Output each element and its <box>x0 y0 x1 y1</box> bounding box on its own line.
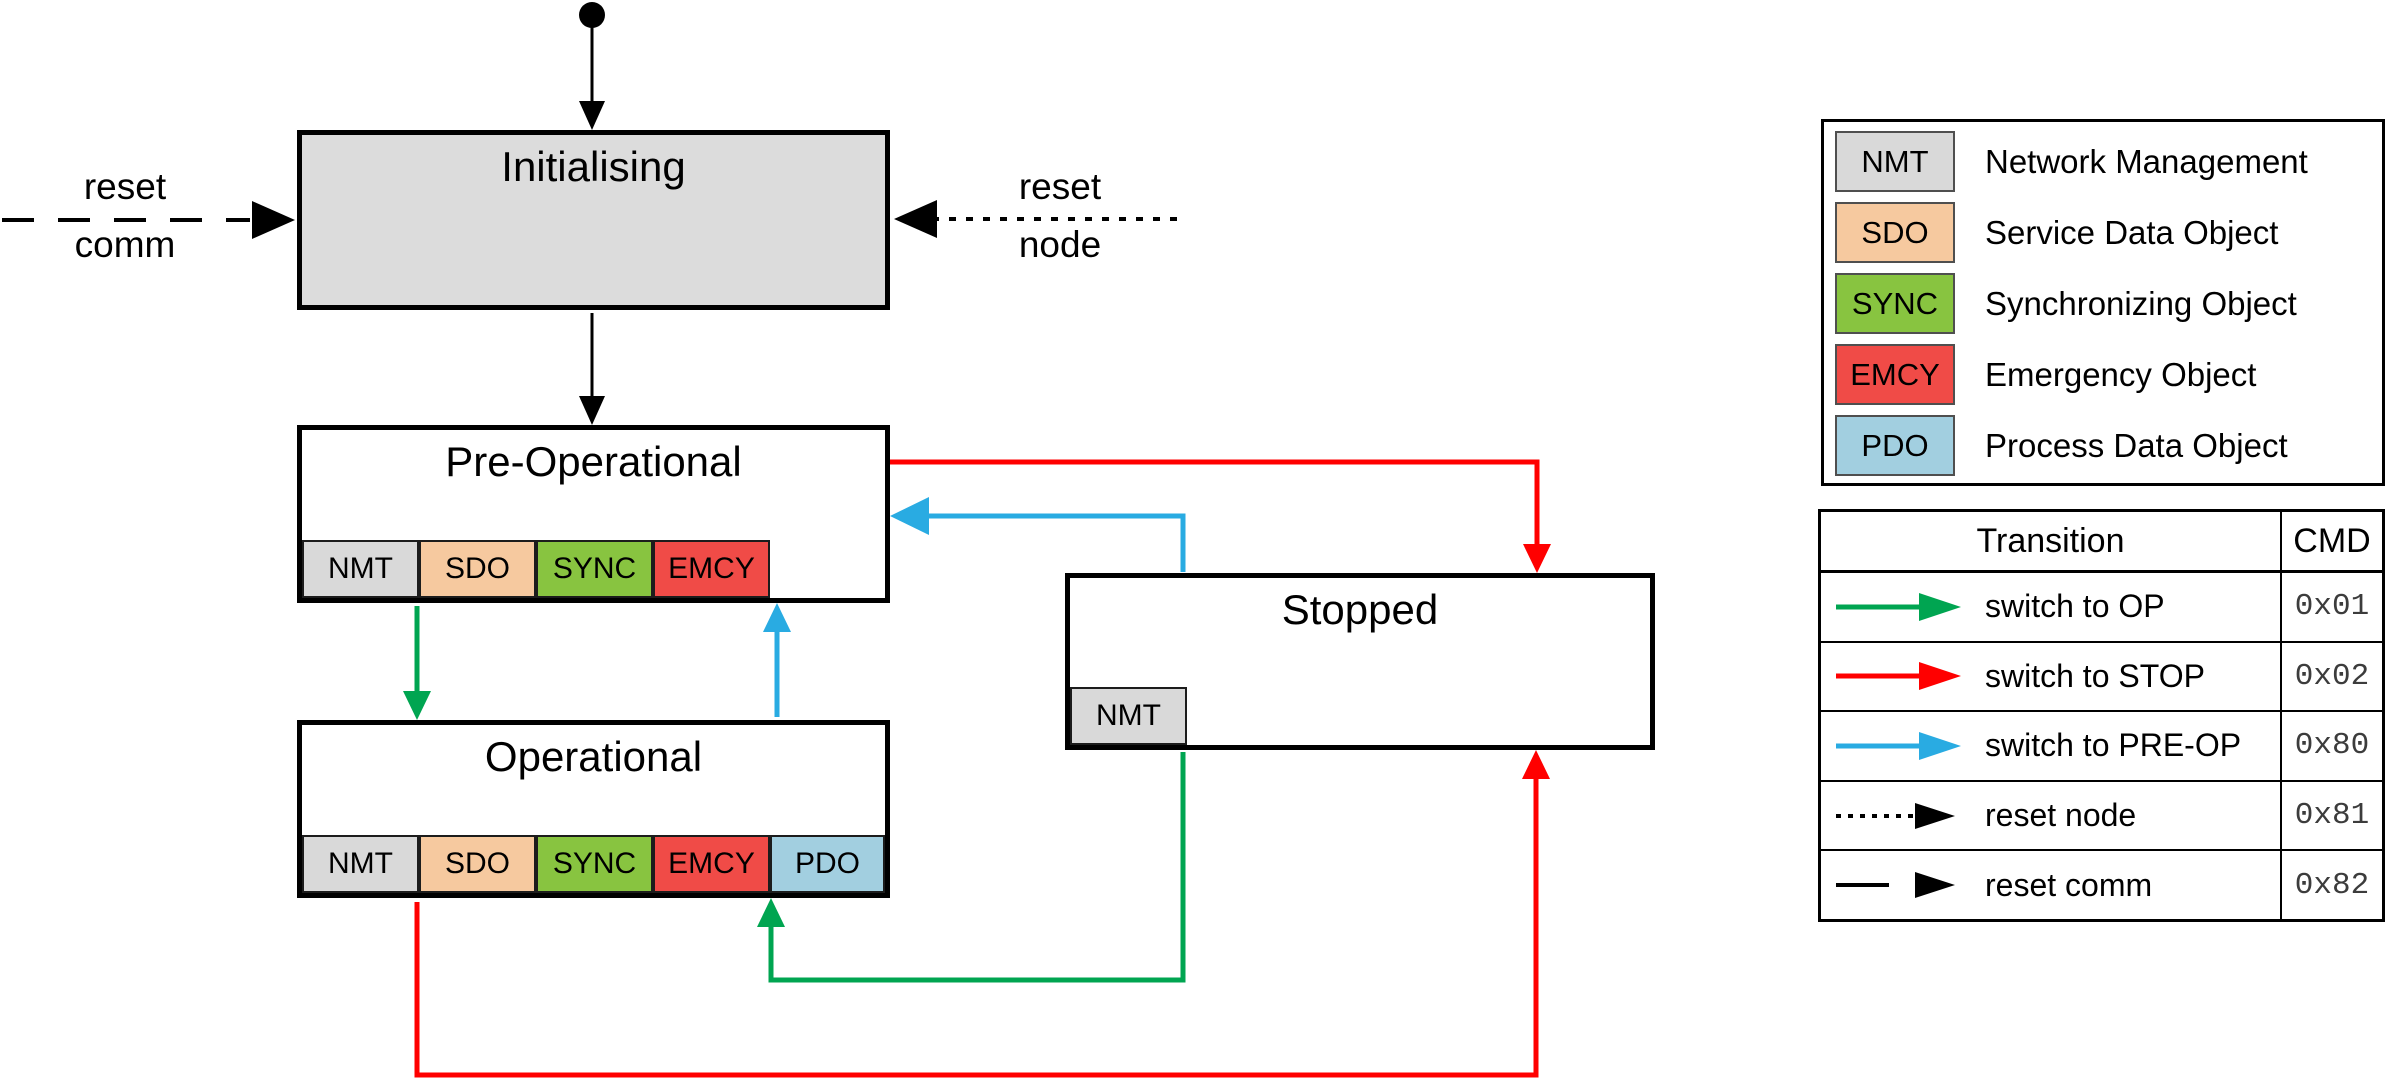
table-cmd-switch-to-stop: 0x02 <box>2280 642 2382 711</box>
state-stopped-title: Stopped <box>1281 586 1439 633</box>
legend-chip-sdo: SDO <box>1835 202 1955 263</box>
state-stopped: Stopped NMT <box>1065 573 1655 750</box>
red-preop-to-stopped-line <box>890 459 1540 555</box>
operational-tab-nmt: NMT <box>302 835 419 893</box>
operational-tab-sync: SYNC <box>536 835 653 893</box>
reset-node-label-line1: reset <box>1018 166 1102 207</box>
legend-row-pdo: PDO Process Data Object <box>1835 415 2382 476</box>
green-preop-to-op-arrowhead <box>403 691 431 720</box>
legend-box: NMT Network Management SDO Service Data … <box>1821 119 2385 486</box>
preop-tab-sdo: SDO <box>419 540 536 598</box>
red-op-to-stopped-arrowhead <box>1522 750 1550 779</box>
initial-state-dot <box>579 2 605 28</box>
legend-desc-sync: Synchronizing Object <box>1985 284 2297 322</box>
table-cmd-reset-node: 0x81 <box>2280 781 2382 850</box>
state-operational: Operational NMT SDO SYNC EMCY PDO <box>297 720 890 898</box>
init-to-preop-arrowhead <box>579 396 605 425</box>
red-arrow-icon <box>1836 662 1961 691</box>
state-operational-title: Operational <box>484 733 703 780</box>
table-label-switch-to-op: switch to OP <box>1985 588 2165 625</box>
table-label-switch-to-stop: switch to STOP <box>1985 657 2205 694</box>
table-row-reset-node: reset node 0x81 <box>1821 779 2382 850</box>
legend-row-emcy: EMCY Emergency Object <box>1835 344 2382 405</box>
table-cmd-switch-to-preop: 0x80 <box>2280 712 2382 780</box>
green-arrow-icon <box>1836 592 1961 621</box>
legend-desc-pdo: Process Data Object <box>1985 426 2288 464</box>
table-row-reset-comm: reset comm 0x82 <box>1821 849 2382 919</box>
initial-state-arrowhead <box>579 101 605 130</box>
state-initialising-title: Initialising <box>501 143 686 190</box>
operational-tab-sdo: SDO <box>419 835 536 893</box>
green-stopped-to-op-arrowhead <box>757 898 785 927</box>
table-row-switch-to-op: switch to OP 0x01 <box>1821 573 2382 641</box>
stopped-tab-nmt: NMT <box>1070 687 1187 745</box>
operational-tab-pdo: PDO <box>770 835 885 893</box>
table-header-transition: Transition <box>1976 521 2125 560</box>
legend-row-sdo: SDO Service Data Object <box>1835 202 2382 263</box>
preop-tab-nmt: NMT <box>302 540 419 598</box>
dotted-arrow-icon <box>1836 802 1955 829</box>
blue-stopped-to-preop-line <box>926 513 1186 572</box>
red-preop-to-stopped-arrowhead <box>1523 544 1551 573</box>
blue-arrow-icon <box>1836 731 1961 760</box>
table-cmd-switch-to-op: 0x01 <box>2280 573 2382 641</box>
table-label-reset-node: reset node <box>1985 797 2137 834</box>
legend-desc-nmt: Network Management <box>1985 142 2308 180</box>
preop-tab-sync: SYNC <box>536 540 653 598</box>
legend-desc-emcy: Emergency Object <box>1985 355 2257 393</box>
legend-row-sync: SYNC Synchronizing Object <box>1835 273 2382 334</box>
dashed-arrow-icon <box>1836 872 1955 899</box>
state-preop-title: Pre-Operational <box>445 438 742 485</box>
table-header-cmd: CMD <box>2280 512 2382 570</box>
legend-chip-sync: SYNC <box>1835 273 1955 334</box>
reset-comm-label-line2: comm <box>74 224 176 265</box>
legend-chip-pdo: PDO <box>1835 415 1955 476</box>
reset-node-label-line2: node <box>1018 224 1102 265</box>
table-label-reset-comm: reset comm <box>1985 866 2153 903</box>
reset-comm-label-line1: reset <box>83 166 167 207</box>
table-cmd-reset-comm: 0x82 <box>2280 851 2382 919</box>
blue-op-to-preop-arrowhead <box>763 603 791 632</box>
legend-chip-emcy: EMCY <box>1835 344 1955 405</box>
blue-stopped-to-preop-arrowhead <box>890 497 929 535</box>
legend-row-nmt: NMT Network Management <box>1835 131 2382 192</box>
operational-tab-emcy: EMCY <box>653 835 770 893</box>
preop-tab-emcy: EMCY <box>653 540 770 598</box>
reset-node-arrowhead <box>894 200 937 238</box>
table-row-switch-to-preop: switch to PRE-OP 0x80 <box>1821 710 2382 780</box>
reset-comm-arrowhead <box>252 201 295 239</box>
legend-desc-sdo: Service Data Object <box>1985 213 2279 251</box>
state-pre-operational: Pre-Operational NMT SDO SYNC EMCY <box>297 425 890 603</box>
state-initialising: Initialising <box>297 130 890 310</box>
transition-command-table: Transition CMD switch to OP 0x01 switch … <box>1818 509 2385 922</box>
table-row-switch-to-stop: switch to STOP 0x02 <box>1821 640 2382 711</box>
table-label-switch-to-preop: switch to PRE-OP <box>1985 727 2242 764</box>
table-header-row: Transition CMD <box>1821 512 2382 573</box>
legend-chip-nmt: NMT <box>1835 131 1955 192</box>
